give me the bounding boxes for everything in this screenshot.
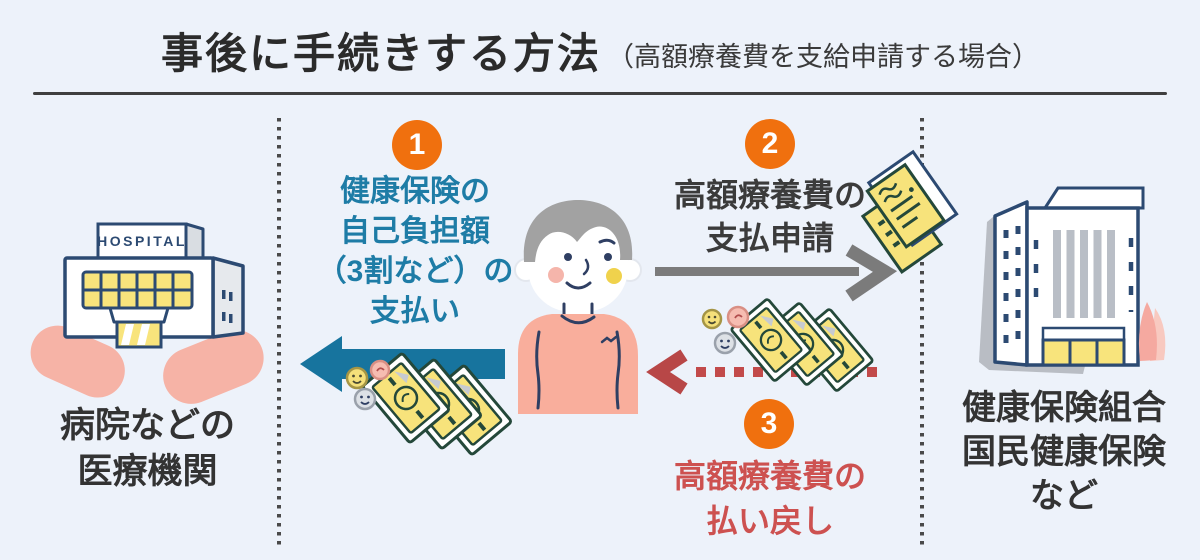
building-window-bars: [1053, 230, 1115, 318]
hospital-sign-text: HOSPITAL: [97, 233, 187, 249]
insurer-label-line2: 国民健康保険: [962, 433, 1166, 471]
coin-gray: [713, 331, 737, 355]
hospital-label-line2: 医療機関: [77, 452, 218, 491]
step-2-label: 高額療養費の 支払申請: [673, 177, 866, 256]
coin-pink: [726, 305, 750, 329]
page-title-main: 事後に手続きする方法: [160, 29, 601, 77]
coin-pink: [369, 359, 391, 381]
tree: [1138, 302, 1157, 361]
step-3-label: 高額療養費の 払い戻し: [673, 458, 866, 539]
refund-money-icon: [701, 297, 875, 393]
coin-yellow: [345, 366, 369, 390]
step-2-badge: 2: [745, 119, 795, 169]
step-1-badge: 1: [392, 120, 442, 170]
insurer-label-line1: 健康保険組合: [962, 389, 1166, 427]
title-divider: [33, 92, 1167, 95]
coin-yellow: [701, 308, 723, 330]
step-1-number: 1: [408, 128, 426, 161]
right-dotted-divider: [920, 118, 924, 546]
coin-gray: [353, 387, 377, 411]
hospital-ground-shadow: [30, 325, 264, 404]
step-3-number: 3: [760, 407, 778, 440]
step-1-label: 健康保険の 自己負担額 （3割など）の 支払い: [316, 175, 514, 328]
money-icon: [345, 351, 514, 457]
step-2-number: 2: [761, 127, 779, 160]
documents-icon: [860, 149, 959, 274]
patient-illustration: [514, 200, 642, 414]
hospital-label: 病院などの 医療機関: [30, 403, 265, 495]
gray-arrow-right-icon: [655, 244, 898, 302]
hospital-illustration: HOSPITAL: [30, 222, 264, 404]
left-dotted-divider: [277, 118, 281, 546]
hospital-label-line1: 病院などの: [59, 406, 235, 445]
page-title: 事後に手続きする方法 （高額療養費を支給申請する場合）: [0, 14, 1200, 86]
page-title-sub: （高額療養費を支給申請する場合）: [607, 41, 1039, 72]
insurer-building-illustration: [979, 186, 1166, 374]
patient-hair: [523, 200, 633, 262]
insurer-label: 健康保険組合 国民健康保険 など: [948, 386, 1180, 518]
insurer-label-line3: など: [1030, 477, 1098, 515]
step-3-badge: 3: [744, 399, 794, 449]
